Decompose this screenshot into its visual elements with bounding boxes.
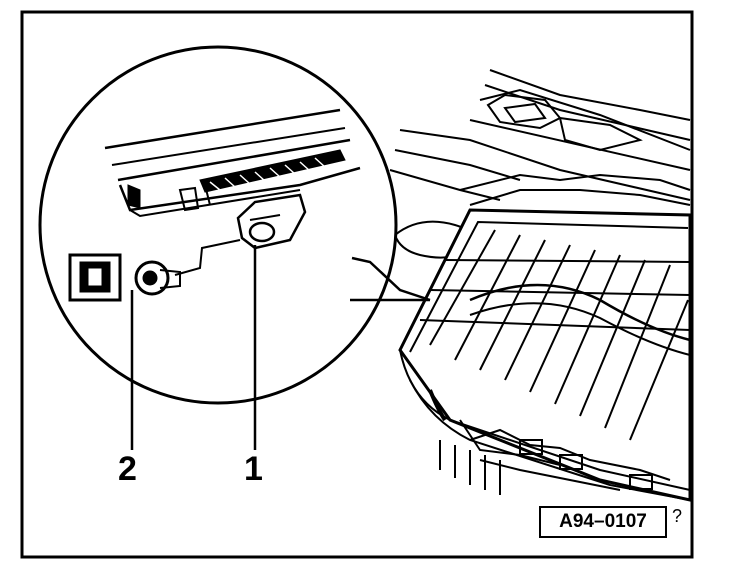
figure-reference-code: A94–0107	[539, 506, 667, 538]
figure-reference-mark: ?	[672, 506, 683, 526]
bulb-holder	[236, 193, 307, 250]
detail-magnifier	[38, 45, 431, 450]
figure-border	[20, 10, 694, 559]
headlight-assembly	[389, 69, 692, 502]
connector-plug	[68, 253, 181, 302]
callout-2: 2	[118, 450, 137, 488]
detail-circle	[38, 45, 398, 405]
callout-1: 1	[244, 450, 263, 488]
